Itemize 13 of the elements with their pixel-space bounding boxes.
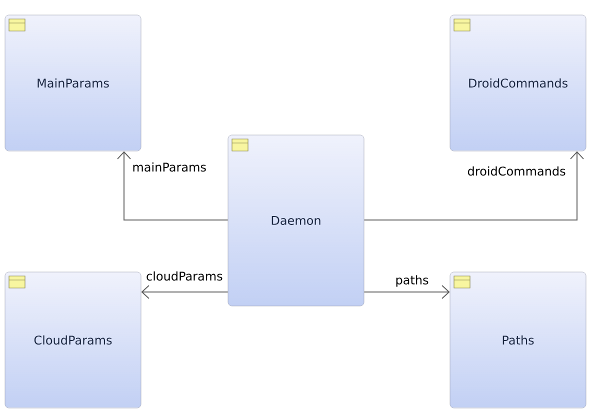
arrow: [364, 285, 450, 299]
arrow: [117, 151, 228, 220]
class-box: Daemon: [228, 134, 364, 306]
edge-label: cloudParams: [145, 270, 224, 282]
arrow: [141, 285, 228, 299]
edge-label: droidCommands: [466, 165, 567, 177]
arrow: [364, 151, 584, 220]
class-box: MainParams: [4, 14, 142, 152]
class-box: Paths: [450, 272, 586, 408]
edge-label: mainParams: [131, 161, 208, 173]
class-box: CloudParams: [4, 272, 142, 408]
edge-label: paths: [394, 274, 430, 288]
class-box: DroidCommands: [450, 14, 586, 152]
